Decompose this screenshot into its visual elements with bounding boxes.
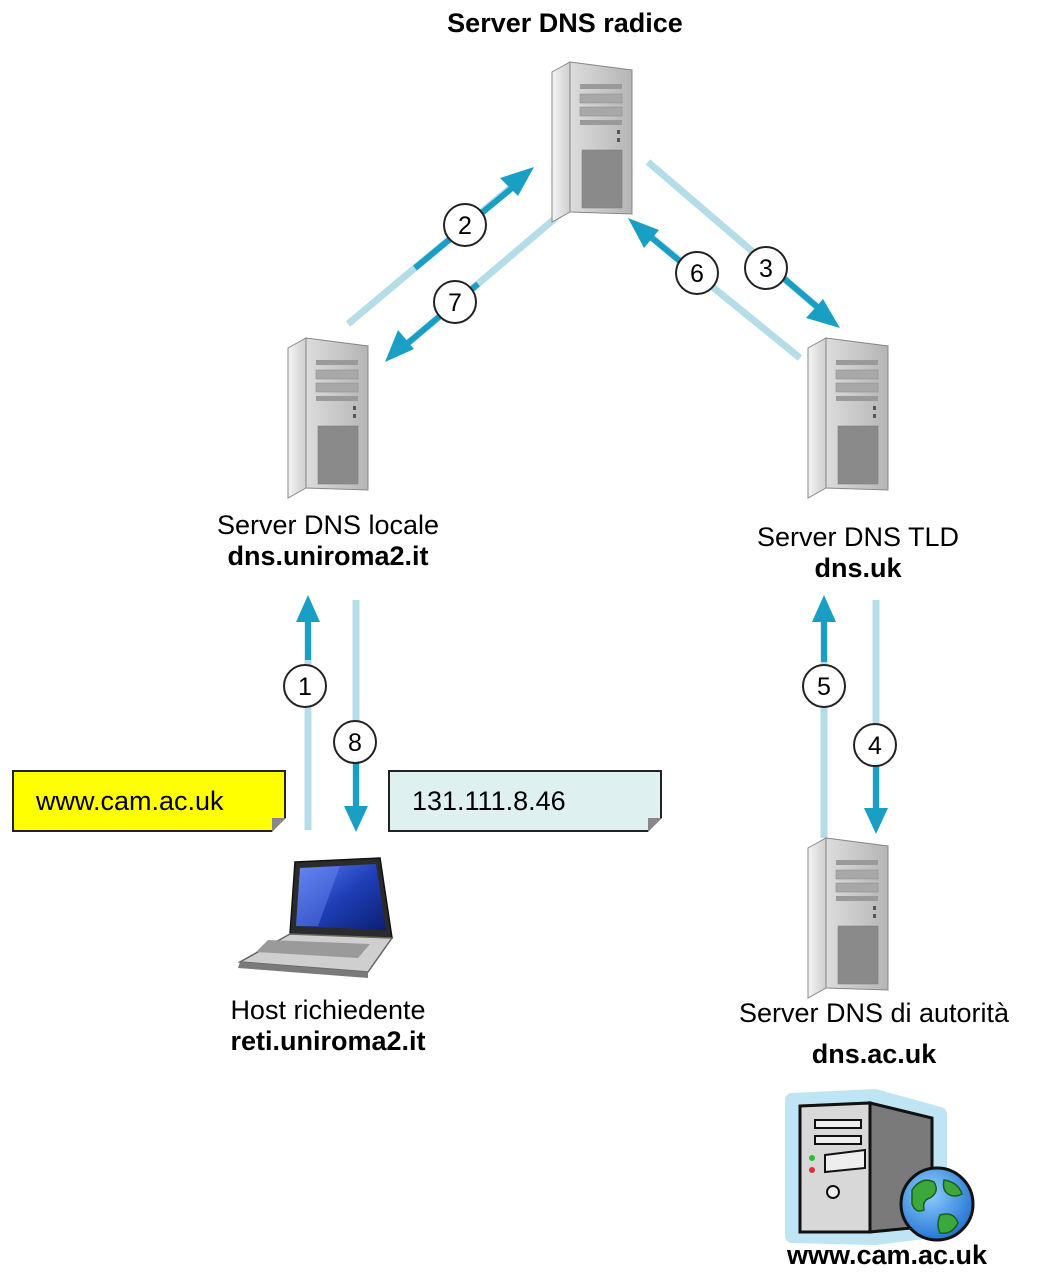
auth-server-icon	[807, 837, 889, 999]
tld-server-role: Server DNS TLD	[756, 522, 960, 552]
step-circle-1: 1	[283, 664, 327, 708]
web-server-globe-icon	[785, 1089, 975, 1245]
svg-text:3: 3	[759, 255, 773, 283]
query-note: www.cam.ac.uk	[12, 770, 286, 832]
svg-text:8: 8	[348, 729, 362, 757]
host-hostname: reti.uniroma2.it	[230, 1026, 426, 1056]
tld-server-label: Server DNS TLD dns.uk	[708, 522, 1008, 584]
auth-server-role: Server DNS di autorità	[738, 998, 1010, 1028]
local-server-role: Server DNS locale	[216, 510, 440, 540]
local-server-hostname: dns.uniroma2.it	[227, 541, 429, 571]
response-note: 131.111.8.46	[388, 770, 662, 832]
local-server-label: Server DNS locale dns.uniroma2.it	[178, 510, 478, 572]
host-role: Host richiedente	[230, 995, 426, 1025]
root-server-icon	[551, 61, 633, 223]
web-server-label: www.cam.ac.uk	[712, 1240, 1050, 1271]
response-note-text: 131.111.8.46	[412, 786, 566, 816]
tld-server-hostname: dns.uk	[814, 553, 902, 583]
arrow-3	[645, 159, 840, 328]
arrow-8	[344, 600, 368, 832]
arrow-4	[864, 600, 888, 834]
svg-text:7: 7	[448, 289, 462, 317]
step-circle-4: 4	[853, 723, 897, 767]
step-circle-5: 5	[802, 664, 846, 708]
step-circle-2: 2	[443, 203, 487, 247]
query-note-text: www.cam.ac.uk	[36, 786, 224, 816]
host-label: Host richiedente reti.uniroma2.it	[178, 995, 478, 1057]
laptop-icon	[237, 857, 394, 978]
root-server-name: Server DNS radice	[447, 8, 683, 38]
step-circle-3: 3	[744, 246, 788, 290]
step-circle-6: 6	[675, 251, 719, 295]
svg-text:4: 4	[868, 732, 882, 760]
auth-server-hostname: dns.ac.uk	[811, 1039, 937, 1069]
svg-text:2: 2	[458, 212, 472, 240]
auth-server-label: Server DNS di autorità dns.ac.uk	[700, 998, 1048, 1070]
tld-server-icon	[807, 337, 889, 499]
root-server-title: Server DNS radice	[355, 8, 775, 39]
step-circle-8: 8	[333, 720, 377, 764]
arrow-1	[296, 595, 320, 830]
svg-text:5: 5	[817, 673, 831, 701]
arrow-5	[812, 595, 836, 838]
step-circle-7: 7	[433, 280, 477, 324]
svg-text:1: 1	[298, 673, 312, 701]
local-server-icon	[287, 337, 369, 499]
svg-text:6: 6	[690, 260, 704, 288]
web-server-hostname: www.cam.ac.uk	[786, 1240, 988, 1270]
